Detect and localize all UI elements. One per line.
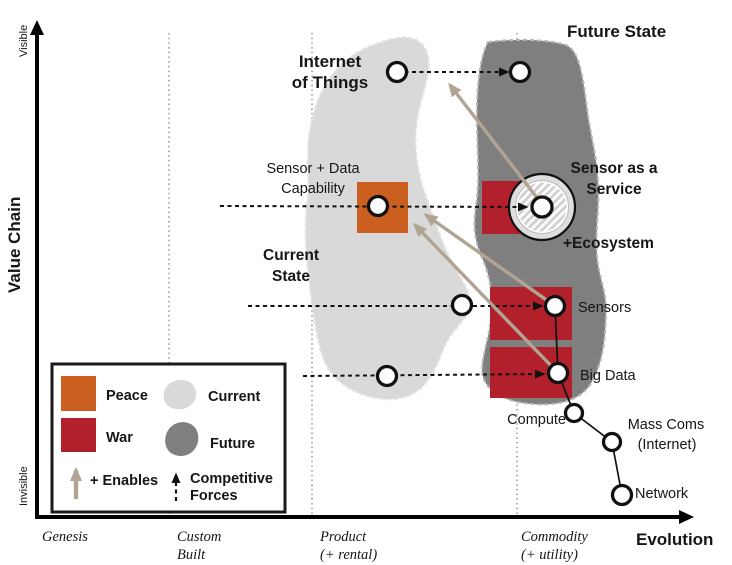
node-mass-coms — [601, 431, 623, 453]
legend-competitive-label-2: Forces — [190, 488, 238, 504]
x-axis-title: Evolution — [636, 530, 713, 549]
stage-label-custom-2: Built — [177, 547, 206, 563]
future-state-label: Future State — [567, 22, 666, 41]
legend-current-label: Current — [208, 389, 261, 405]
current-state-label-1: Current — [263, 247, 319, 264]
network-label: Network — [635, 486, 689, 502]
node-sensor-data-capability — [366, 194, 390, 218]
legend-competitive-label-1: Competitive — [190, 471, 273, 487]
y-axis-title: Value Chain — [5, 197, 24, 293]
sensor-data-label-2: Capability — [281, 181, 345, 197]
node-big-data-current — [375, 364, 399, 388]
enables-arrow-bigdata-to-capability — [412, 222, 560, 375]
movement-arrow-big-data — [302, 369, 546, 379]
y-axis-min-label: Invisible — [18, 466, 30, 506]
legend-current-blob-icon — [163, 380, 197, 410]
stage-label-product-1: Product — [319, 529, 367, 545]
node-iot-future — [508, 60, 532, 84]
legend-peace-swatch — [61, 376, 96, 411]
node-sensors-future — [543, 294, 567, 318]
iot-label-1: Internet — [299, 52, 362, 71]
node-big-data-future — [546, 361, 570, 385]
legend-war-swatch — [61, 418, 96, 452]
current-state-label-2: State — [272, 268, 310, 285]
ecosystem-label: +Ecosystem — [563, 235, 654, 252]
compute-label: Compute — [507, 412, 566, 428]
y-axis-max-label: Visible — [18, 25, 30, 57]
mass-coms-label-1: Mass Coms — [628, 417, 705, 433]
sensors-label: Sensors — [578, 300, 631, 316]
legend-future-label: Future — [210, 436, 255, 452]
stage-label-custom-1: Custom — [177, 529, 221, 545]
stage-label-commodity-2: (+ utility) — [521, 547, 578, 563]
iot-label-2: of Things — [292, 73, 368, 92]
saas-label-1: Sensor as a — [570, 160, 657, 177]
legend-enables-label: + Enables — [90, 473, 158, 489]
node-sensor-as-a-service — [530, 195, 554, 219]
stage-label-commodity-1: Commodity — [521, 529, 588, 545]
enables-arrow-sensors-to-capability — [423, 213, 556, 308]
stage-label-genesis: Genesis — [42, 529, 88, 545]
enables-arrow-saas-to-iot — [448, 82, 543, 205]
node-network — [610, 483, 634, 507]
legend-peace-label: Peace — [106, 388, 148, 404]
mass-coms-label-2: (Internet) — [638, 437, 697, 453]
legend-future-blob-icon — [165, 422, 199, 456]
big-data-label: Big Data — [580, 368, 637, 384]
node-compute — [563, 402, 585, 424]
saas-label-2: Service — [586, 181, 642, 198]
legend-war-label: War — [106, 430, 133, 446]
sensor-data-label-1: Sensor + Data — [266, 161, 360, 177]
node-sensors-current — [450, 293, 474, 317]
node-iot-current — [385, 60, 409, 84]
stage-label-product-2: (+ rental) — [320, 547, 377, 563]
legend: Peace War Current Future + Enables Compe… — [50, 362, 287, 514]
